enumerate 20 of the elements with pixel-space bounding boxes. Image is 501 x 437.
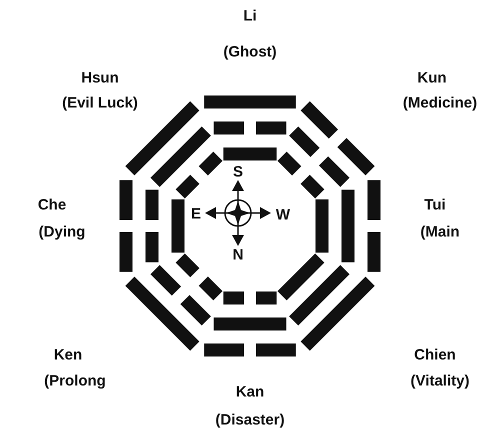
trigram-meaning: (Evil Luck) bbox=[62, 96, 138, 110]
trigram-name: Kun bbox=[417, 70, 447, 86]
trigram-meaning: (Medicine) bbox=[402, 96, 478, 110]
trigram-name: Kan bbox=[236, 384, 264, 400]
direction-letter: N bbox=[232, 248, 244, 262]
trigram-name: Chien bbox=[414, 348, 456, 362]
trigram-meaning: (Disaster) bbox=[215, 412, 285, 428]
trigram-meaning: (Vitality) bbox=[410, 374, 470, 388]
trigram-name: Che bbox=[38, 198, 66, 212]
trigram-meaning: (Ghost) bbox=[223, 44, 277, 60]
direction-letter: S bbox=[233, 164, 243, 180]
trigram-name: Li bbox=[243, 8, 257, 24]
direction-letter: E bbox=[191, 206, 201, 222]
trigram-name: Ken bbox=[54, 348, 82, 362]
trigram-name: Hsun bbox=[81, 70, 119, 86]
direction-letter: W bbox=[276, 208, 290, 222]
trigram-meaning: (Dying bbox=[38, 224, 86, 240]
trigram-meaning: (Main bbox=[420, 224, 460, 240]
trigram-name: Tui bbox=[424, 198, 446, 212]
trigram-meaning: (Prolong bbox=[44, 374, 106, 388]
